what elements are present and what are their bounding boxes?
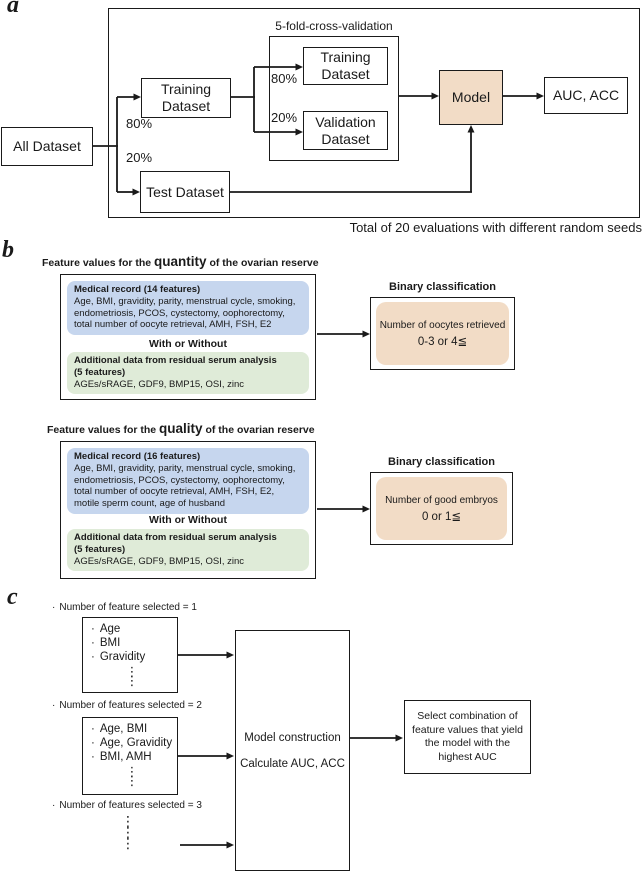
bullet: · bbox=[52, 700, 56, 711]
quantity-binary-title: Binary classification bbox=[389, 281, 496, 293]
additional-data-body: AGEs/sRAGE, GDF9, BMP15, OSI, zinc bbox=[74, 378, 244, 390]
ellipsis-glyph: ⋮ bbox=[125, 764, 139, 779]
all-dataset-box: All Dataset bbox=[1, 127, 93, 166]
title-emphasis: quantity bbox=[154, 254, 207, 269]
panel-b-label: b bbox=[2, 237, 14, 263]
vertical-ellipsis: ⋮ ⋮ ⋮ bbox=[116, 813, 140, 851]
title-emphasis: quality bbox=[159, 421, 203, 436]
test-dataset-box: Test Dataset bbox=[140, 171, 230, 213]
medical-record-title: Medical record (14 features) bbox=[74, 284, 201, 295]
ellipsis-glyph: ⋮ bbox=[125, 664, 139, 679]
quantity-binary-box: Number of oocytes retrieved 0-3 or 4≦ bbox=[370, 297, 515, 370]
group2-caption: · Number of features selected = 2 bbox=[52, 700, 202, 711]
binary-line1: Number of oocytes retrieved bbox=[379, 319, 506, 331]
additional-data-body: AGEs/sRAGE, GDF9, BMP15, OSI, zinc bbox=[74, 555, 244, 567]
feature-item: Age, BMI bbox=[99, 723, 148, 735]
bullet: · bbox=[91, 637, 95, 649]
select-combination-box: Select combination of feature values tha… bbox=[404, 700, 531, 774]
medical-record-body: Age, BMI, gravidity, parity, menstrual c… bbox=[74, 295, 296, 331]
feature-item: Gravidity bbox=[99, 651, 146, 663]
ellipsis-glyph: ⋮ bbox=[125, 773, 139, 788]
title-suffix: of the ovarian reserve bbox=[206, 257, 319, 269]
quality-binary-title: Binary classification bbox=[388, 456, 495, 468]
caption-text: Number of features selected = 3 bbox=[59, 800, 202, 811]
quantity-additional-data-box: Additional data from residual serum anal… bbox=[67, 352, 309, 395]
feature-item: Age bbox=[99, 623, 121, 635]
vertical-ellipsis: ⋮ ⋮ bbox=[91, 764, 173, 788]
group1-caption: · Number of feature selected = 1 bbox=[52, 602, 197, 613]
panel-c-label: c bbox=[7, 584, 18, 610]
cv-80-label: 80% bbox=[271, 71, 298, 86]
caption-text: Number of feature selected = 1 bbox=[59, 602, 197, 613]
additional-data-title: Additional data from residual serum anal… bbox=[74, 355, 277, 366]
quantity-feature-frame bbox=[60, 274, 316, 400]
feature-item: Age, Gravidity bbox=[99, 737, 173, 749]
model-construction-box: Model construction Calculate AUC, ACC bbox=[235, 630, 350, 871]
caption-text: Number of features selected = 2 bbox=[59, 700, 202, 711]
group1-items-box: · Age · BMI · Gravidity ⋮ ⋮ bbox=[82, 617, 178, 693]
quality-binary-inset: Number of good embryos 0 or 1≦ bbox=[376, 477, 507, 540]
auc-acc-box: AUC, ACC bbox=[544, 77, 628, 114]
quality-medical-record-box: Medical record (16 features) Age, BMI, g… bbox=[67, 448, 309, 514]
bullet: · bbox=[52, 602, 56, 613]
model-construction-line1: Model construction bbox=[244, 731, 341, 744]
bullet: · bbox=[91, 651, 95, 663]
binary-line2: 0 or 1≦ bbox=[421, 510, 462, 523]
quality-block-title: Feature values for the quality of the ov… bbox=[47, 421, 315, 436]
ellipsis-glyph: ⋮ bbox=[121, 813, 135, 829]
panel-a-label: a bbox=[7, 0, 19, 18]
training-dataset-box: Training Dataset bbox=[141, 78, 231, 118]
additional-data-count: (5 features) bbox=[74, 543, 126, 555]
vertical-ellipsis: ⋮ ⋮ bbox=[91, 664, 173, 688]
medical-record-body: Age, BMI, gravidity, parity, menstrual c… bbox=[74, 462, 296, 510]
bullet: · bbox=[91, 623, 95, 635]
additional-data-title: Additional data from residual serum anal… bbox=[74, 532, 277, 543]
binary-line2: 0-3 or 4≦ bbox=[417, 335, 468, 348]
split-80-label: 80% bbox=[126, 116, 153, 131]
with-or-without-label: With or Without bbox=[149, 514, 227, 526]
binary-line1: Number of good embryos bbox=[385, 494, 498, 506]
ellipsis-glyph: ⋮ bbox=[121, 824, 135, 840]
cv-title: 5-fold-cross-validation bbox=[275, 19, 393, 33]
feature-item: BMI, AMH bbox=[99, 751, 152, 763]
title-suffix: of the ovarian reserve bbox=[202, 424, 315, 436]
split-20-label: 20% bbox=[126, 150, 153, 165]
quality-feature-frame bbox=[60, 441, 316, 579]
group3-caption: · Number of features selected = 3 bbox=[52, 800, 202, 811]
model-box: Model bbox=[439, 70, 503, 125]
medical-record-title: Medical record (16 features) bbox=[74, 451, 201, 462]
cv-20-label: 20% bbox=[271, 110, 298, 125]
bullet: · bbox=[91, 723, 95, 735]
group2-items-box: · Age, BMI · Age, Gravidity · BMI, AMH ⋮ ⋮ bbox=[82, 717, 178, 795]
bullet: · bbox=[91, 751, 95, 763]
feature-item: BMI bbox=[99, 637, 121, 649]
quantity-block-title: Feature values for the quantity of the o… bbox=[42, 254, 319, 269]
ellipsis-glyph: ⋮ bbox=[121, 835, 135, 851]
quality-additional-data-box: Additional data from residual serum anal… bbox=[67, 529, 309, 572]
additional-data-count: (5 features) bbox=[74, 366, 126, 378]
title-prefix: Feature values for the bbox=[47, 424, 160, 436]
model-construction-line2: Calculate AUC, ACC bbox=[240, 757, 345, 770]
cv-validation-dataset-box: Validation Dataset bbox=[303, 111, 388, 150]
evaluations-footnote: Total of 20 evaluations with different r… bbox=[349, 220, 642, 235]
quantity-medical-record-box: Medical record (14 features) Age, BMI, g… bbox=[67, 281, 309, 336]
ellipsis-glyph: ⋮ bbox=[125, 673, 139, 688]
quality-binary-box: Number of good embryos 0 or 1≦ bbox=[370, 472, 513, 545]
cv-training-dataset-box: Training Dataset bbox=[303, 47, 388, 85]
title-prefix: Feature values for the bbox=[42, 257, 155, 269]
bullet: · bbox=[91, 737, 95, 749]
with-or-without-label: With or Without bbox=[149, 338, 227, 350]
bullet: · bbox=[52, 800, 56, 811]
quantity-binary-inset: Number of oocytes retrieved 0-3 or 4≦ bbox=[376, 302, 509, 365]
